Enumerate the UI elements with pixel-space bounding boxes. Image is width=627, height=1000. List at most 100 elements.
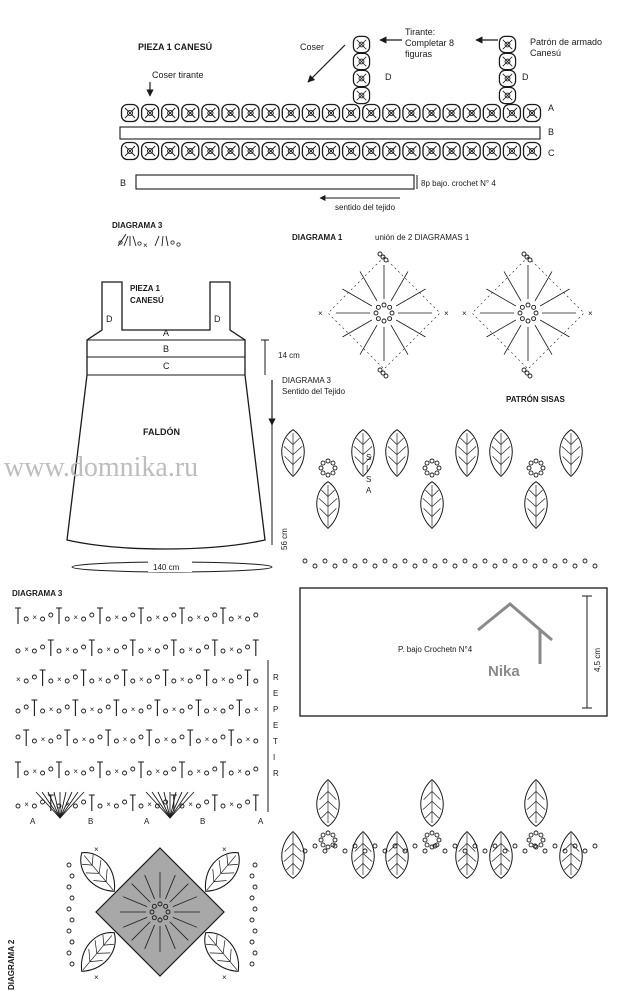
diagram2-chain	[252, 950, 258, 956]
diagram2-chain	[249, 917, 255, 923]
lace-chain	[362, 558, 368, 564]
lace-petal	[524, 779, 548, 827]
chart-chain	[212, 612, 218, 618]
lace-chain	[412, 843, 418, 849]
repeat-letter: R	[273, 673, 279, 682]
chart-chain	[56, 708, 62, 714]
lace-chain	[452, 563, 458, 569]
glyph: ×	[24, 645, 29, 654]
chart-chain	[138, 648, 144, 654]
chart-chain	[113, 648, 119, 654]
glyph: ×	[41, 735, 46, 744]
lace-chain	[372, 563, 378, 569]
lace-chain	[542, 558, 548, 564]
diagram3-stitch-chart: ××××××××××××××××××××××××××××××××××××××××…	[15, 607, 259, 819]
lace-chain	[332, 563, 338, 569]
lace-chain	[322, 848, 328, 854]
lace-petal	[420, 779, 444, 827]
center-chain	[525, 318, 531, 324]
yoke-motif	[241, 103, 260, 123]
strap-motif	[498, 86, 517, 105]
armhole-single-crochet-block	[299, 587, 608, 717]
glyph: ×	[73, 767, 78, 776]
glyph: ×	[196, 767, 201, 776]
armhole-bottom-lace	[281, 779, 598, 879]
chart-chain	[81, 708, 87, 714]
lace-chain	[482, 558, 488, 564]
axis-letter: A	[30, 817, 36, 826]
glyph: ×	[444, 309, 449, 318]
glyph: ×	[222, 973, 227, 982]
lace-ring	[436, 837, 442, 843]
glyph: ×	[318, 309, 323, 318]
repeat-letter: R	[273, 769, 279, 778]
chart-chain	[171, 678, 177, 684]
lace-chain	[402, 558, 408, 564]
armhole-stitch-label: P. bajo Crochetn N°4	[398, 645, 473, 654]
chart-chain	[253, 678, 259, 684]
chart-chain	[72, 738, 78, 744]
chart-chain	[48, 612, 54, 618]
lace-ring	[325, 458, 331, 464]
glyph: ×	[188, 800, 193, 809]
armhole-measure: 4,5 cm	[593, 648, 602, 672]
single-crochet-strip	[135, 174, 415, 190]
chart-chain	[64, 616, 70, 622]
center-chain	[519, 316, 525, 322]
armhole-vertical-letter: S	[366, 475, 371, 484]
yoke-motif	[120, 103, 140, 123]
chart-chain	[81, 644, 87, 650]
glyph: ×	[237, 767, 242, 776]
strip-letter: B	[120, 178, 126, 188]
lace-ring	[320, 470, 326, 476]
dress-band-b: B	[163, 344, 169, 354]
diagram2-chain	[249, 961, 255, 967]
chart-chain	[64, 704, 70, 710]
diagram2-chain	[69, 917, 75, 923]
chart-chain	[204, 616, 210, 622]
lace-chain	[422, 558, 428, 564]
diagram2-chain	[69, 939, 75, 945]
chart-chain	[130, 738, 136, 744]
center-chain	[533, 310, 539, 316]
yoke-motif	[442, 103, 461, 123]
lace-ring	[528, 832, 534, 838]
chart-chain	[163, 644, 169, 650]
lace-ring	[526, 837, 532, 843]
chart-chain	[23, 678, 29, 684]
chart-chain	[228, 770, 234, 776]
yoke-motif	[181, 103, 200, 123]
dress-band-c: C	[163, 361, 170, 371]
chart-chain	[163, 708, 169, 714]
chart-chain	[113, 674, 119, 680]
skirt-diagram-ref: DIAGRAMA 3	[282, 376, 331, 385]
diagram2-shaded-center	[95, 847, 225, 977]
strap-note-2: Completar 8	[405, 38, 454, 48]
yoke-motif	[382, 141, 401, 161]
lace-chain	[532, 563, 538, 569]
chart-chain	[212, 738, 218, 744]
chart-chain	[245, 644, 251, 650]
chart-chain	[89, 612, 95, 618]
chart-chain	[171, 612, 177, 618]
chart-chain	[72, 674, 78, 680]
repeat-letter: P	[273, 705, 278, 714]
yoke-motif	[341, 141, 361, 161]
glyph: ×	[222, 845, 227, 854]
lace-chain	[312, 843, 318, 849]
chart-chain	[146, 770, 152, 776]
chart-chain	[97, 803, 103, 809]
lace-chain	[352, 563, 358, 569]
glyph: ×	[164, 735, 169, 744]
lace-ring	[533, 472, 539, 478]
sew-label: Coser	[300, 42, 324, 52]
dress-strap-right: D	[214, 314, 221, 324]
strap-motif	[352, 35, 371, 54]
lace-ring	[429, 830, 435, 836]
lace-ring	[528, 460, 534, 466]
nika-logo-text: Nika	[488, 663, 520, 680]
yoke-motif	[281, 141, 300, 161]
lace-chain	[432, 563, 438, 569]
glyph: ×	[82, 735, 87, 744]
